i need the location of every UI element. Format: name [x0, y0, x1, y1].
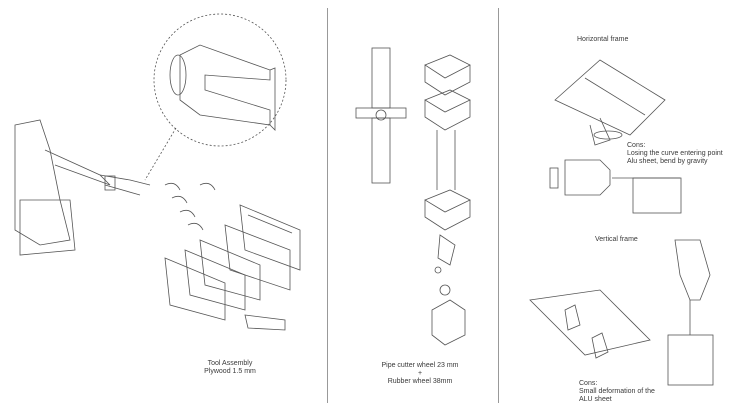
gripper-detail-drawing — [169, 44, 276, 131]
caption-line: + — [417, 370, 423, 377]
caption-line: Tool Assembly — [207, 360, 253, 367]
divider-left — [327, 8, 328, 403]
cons-line: Alu sheet, bend by gravity — [627, 158, 708, 165]
cons-line: Small deformation of the — [579, 388, 655, 395]
pipe-cutter-drawing — [355, 47, 471, 346]
caption-line: Pipe cutter wheel 23 mm — [381, 362, 459, 369]
vertical-frame-title: Vertical frame — [595, 236, 638, 243]
panel1-caption: Tool Assembly Plywood 1.5 mm — [190, 360, 270, 376]
panel2-caption: Pipe cutter wheel 23 mm + Rubber wheel 3… — [370, 362, 470, 386]
caption-line: Plywood 1.5 mm — [204, 368, 256, 375]
caption-line: Rubber wheel 38mm — [387, 378, 453, 385]
vertical-frame-cons: Cons: Small deformation of the ALU sheet — [579, 380, 655, 404]
divider-right — [498, 8, 499, 403]
cons-label: Cons: — [627, 142, 646, 149]
zoom-detail-circle — [153, 13, 287, 147]
vertical-frame-drawing — [529, 239, 714, 386]
cons-line: ALU sheet — [579, 396, 612, 403]
cons-line: Losing the curve entering point — [627, 150, 723, 157]
robot-arm-drawing — [14, 119, 151, 256]
horizontal-frame-title: Horizontal frame — [577, 36, 629, 43]
horizontal-frame-drawing — [549, 59, 682, 214]
horizontal-frame-cons: Cons: Losing the curve entering point Al… — [627, 142, 723, 166]
cons-label: Cons: — [579, 380, 598, 387]
plywood-parts-drawing — [164, 182, 301, 331]
